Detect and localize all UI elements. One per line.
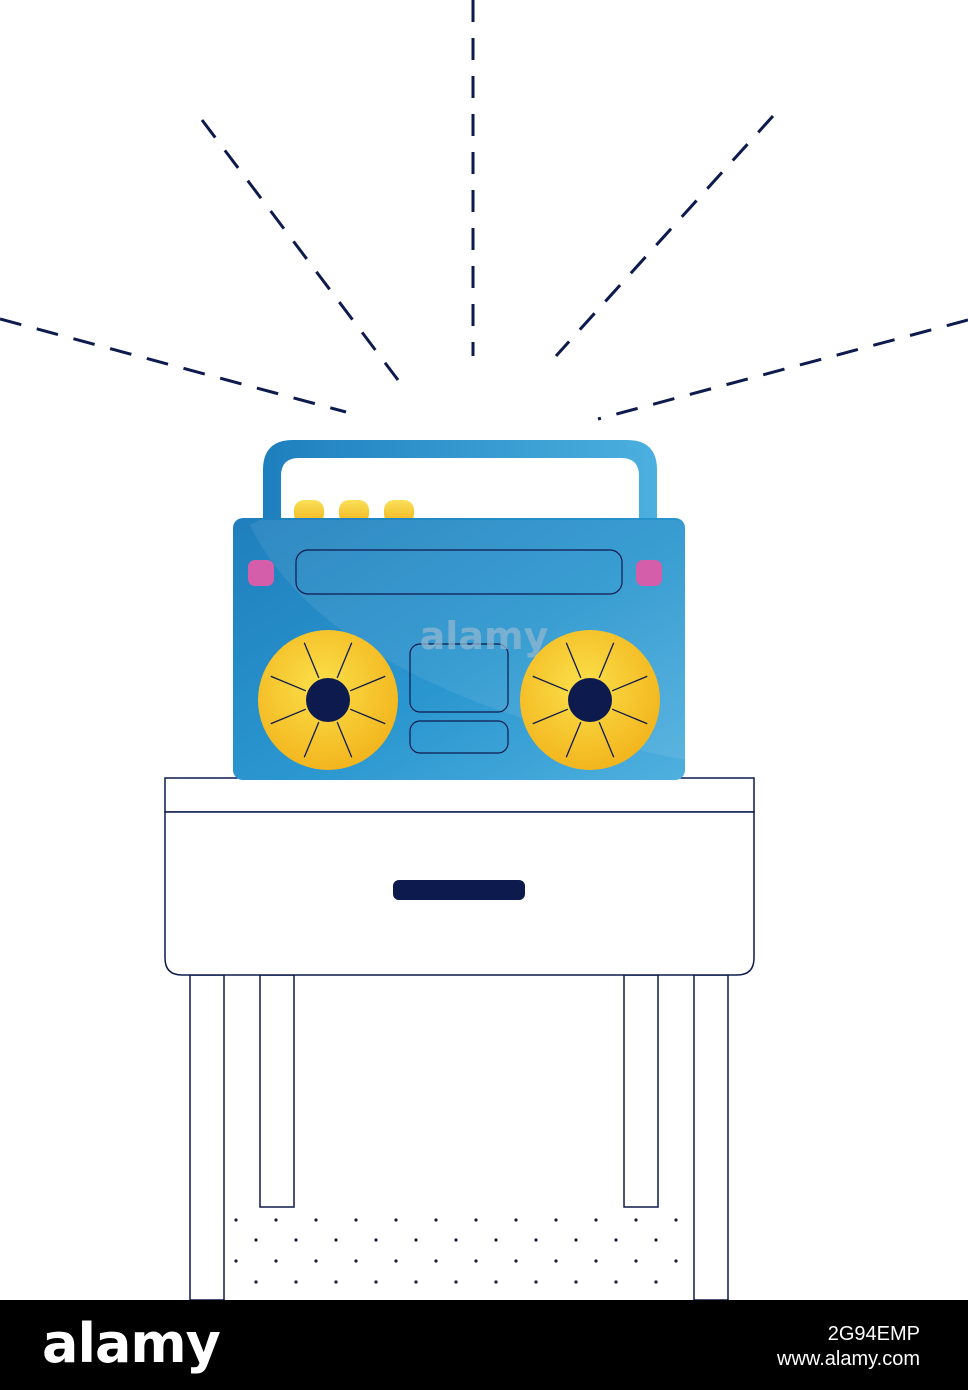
floor-dot: [494, 1280, 498, 1284]
sound-wave-lines: [0, 0, 968, 421]
alamy-logo: alamy: [42, 1312, 221, 1375]
floor-dot: [674, 1259, 678, 1263]
speaker-spoke: [532, 675, 569, 692]
sound-line-right: [597, 318, 968, 421]
floor-dot: [334, 1280, 338, 1284]
sound-line-upper-left: [200, 119, 400, 381]
speaker-spoke: [611, 708, 648, 725]
speaker-spoke: [598, 721, 615, 758]
floor-dot: [674, 1218, 678, 1222]
table-leg-front-left: [189, 974, 225, 1300]
image-id: 2G94EMP: [827, 1323, 920, 1345]
floor-dot: [654, 1238, 658, 1242]
floor-dot: [334, 1238, 338, 1242]
speaker-spoke: [598, 642, 615, 679]
floor-dot: [514, 1259, 518, 1263]
speaker-spoke: [270, 708, 307, 725]
speaker-right: [520, 630, 660, 770]
floor-dot: [574, 1280, 578, 1284]
floor-dot: [594, 1218, 598, 1222]
floor-dot: [434, 1218, 438, 1222]
floor-dot: [414, 1280, 418, 1284]
floor-dot: [254, 1238, 258, 1242]
speaker-spoke: [565, 721, 582, 758]
floor-dot: [574, 1238, 578, 1242]
floor-dot: [454, 1238, 458, 1242]
floor-dot: [294, 1280, 298, 1284]
table-leg-back-left: [259, 974, 295, 1208]
speaker-spoke: [303, 721, 320, 758]
floor-dot: [634, 1218, 638, 1222]
floor-dot: [654, 1280, 658, 1284]
table-legs: [189, 974, 729, 1300]
floor-dot: [374, 1280, 378, 1284]
floor-dot: [254, 1280, 258, 1284]
floor-dot: [314, 1218, 318, 1222]
floor-dot: [634, 1259, 638, 1263]
drawer-handle: [393, 880, 525, 900]
floor-dot: [354, 1218, 358, 1222]
floor-dot: [534, 1280, 538, 1284]
floor-dot: [414, 1238, 418, 1242]
floor-dot: [494, 1238, 498, 1242]
image-credit: 2G94EMP www.alamy.com: [777, 1322, 920, 1372]
speaker-spoke: [611, 675, 648, 692]
floor-dot: [534, 1238, 538, 1242]
floor-dot: [294, 1238, 298, 1242]
speaker-spoke: [349, 708, 386, 725]
floor-dot-pattern: [234, 1218, 678, 1284]
floor-dot: [274, 1259, 278, 1263]
table-leg-front-right: [693, 974, 729, 1300]
speaker-spoke: [303, 642, 320, 679]
speaker-spoke: [532, 708, 569, 725]
floor-dot: [234, 1218, 238, 1222]
floor-dot: [514, 1218, 518, 1222]
site-url: www.alamy.com: [777, 1348, 920, 1370]
side-button-right: [636, 560, 662, 586]
speaker-spoke: [336, 721, 353, 758]
speaker-spoke: [336, 642, 353, 679]
floor-dot: [554, 1218, 558, 1222]
speaker-spoke: [270, 675, 307, 692]
stock-footer-bar: alamy 2G94EMP www.alamy.com: [0, 1300, 968, 1390]
floor-dot: [394, 1259, 398, 1263]
floor-dot: [614, 1238, 618, 1242]
watermark-text: alamy: [420, 614, 549, 658]
floor-dot: [274, 1218, 278, 1222]
cassette-window: [409, 643, 509, 713]
floor-dot: [474, 1259, 478, 1263]
floor-dot: [354, 1259, 358, 1263]
floor-dot: [314, 1259, 318, 1263]
illustration: alamy: [0, 0, 968, 1300]
floor-dot: [434, 1259, 438, 1263]
floor-dot: [374, 1238, 378, 1242]
floor-dot: [474, 1218, 478, 1222]
speaker-spoke: [349, 675, 386, 692]
cassette-slot: [409, 720, 509, 754]
boombox: alamy: [233, 440, 685, 780]
bedside-table: [164, 777, 755, 976]
sound-line-left: [0, 317, 347, 414]
speaker-spoke: [565, 642, 582, 679]
boombox-handle: [263, 440, 657, 522]
sound-line-upper-right: [554, 114, 775, 358]
floor-dot: [614, 1280, 618, 1284]
floor-dot: [454, 1280, 458, 1284]
speaker-left: [258, 630, 398, 770]
floor-dot: [554, 1259, 558, 1263]
tuner-display: [295, 549, 623, 595]
table-leg-back-right: [623, 974, 659, 1208]
floor-dot: [594, 1259, 598, 1263]
side-button-left: [248, 560, 274, 586]
table-top: [164, 777, 755, 813]
floor-dot: [394, 1218, 398, 1222]
floor-dot: [234, 1259, 238, 1263]
